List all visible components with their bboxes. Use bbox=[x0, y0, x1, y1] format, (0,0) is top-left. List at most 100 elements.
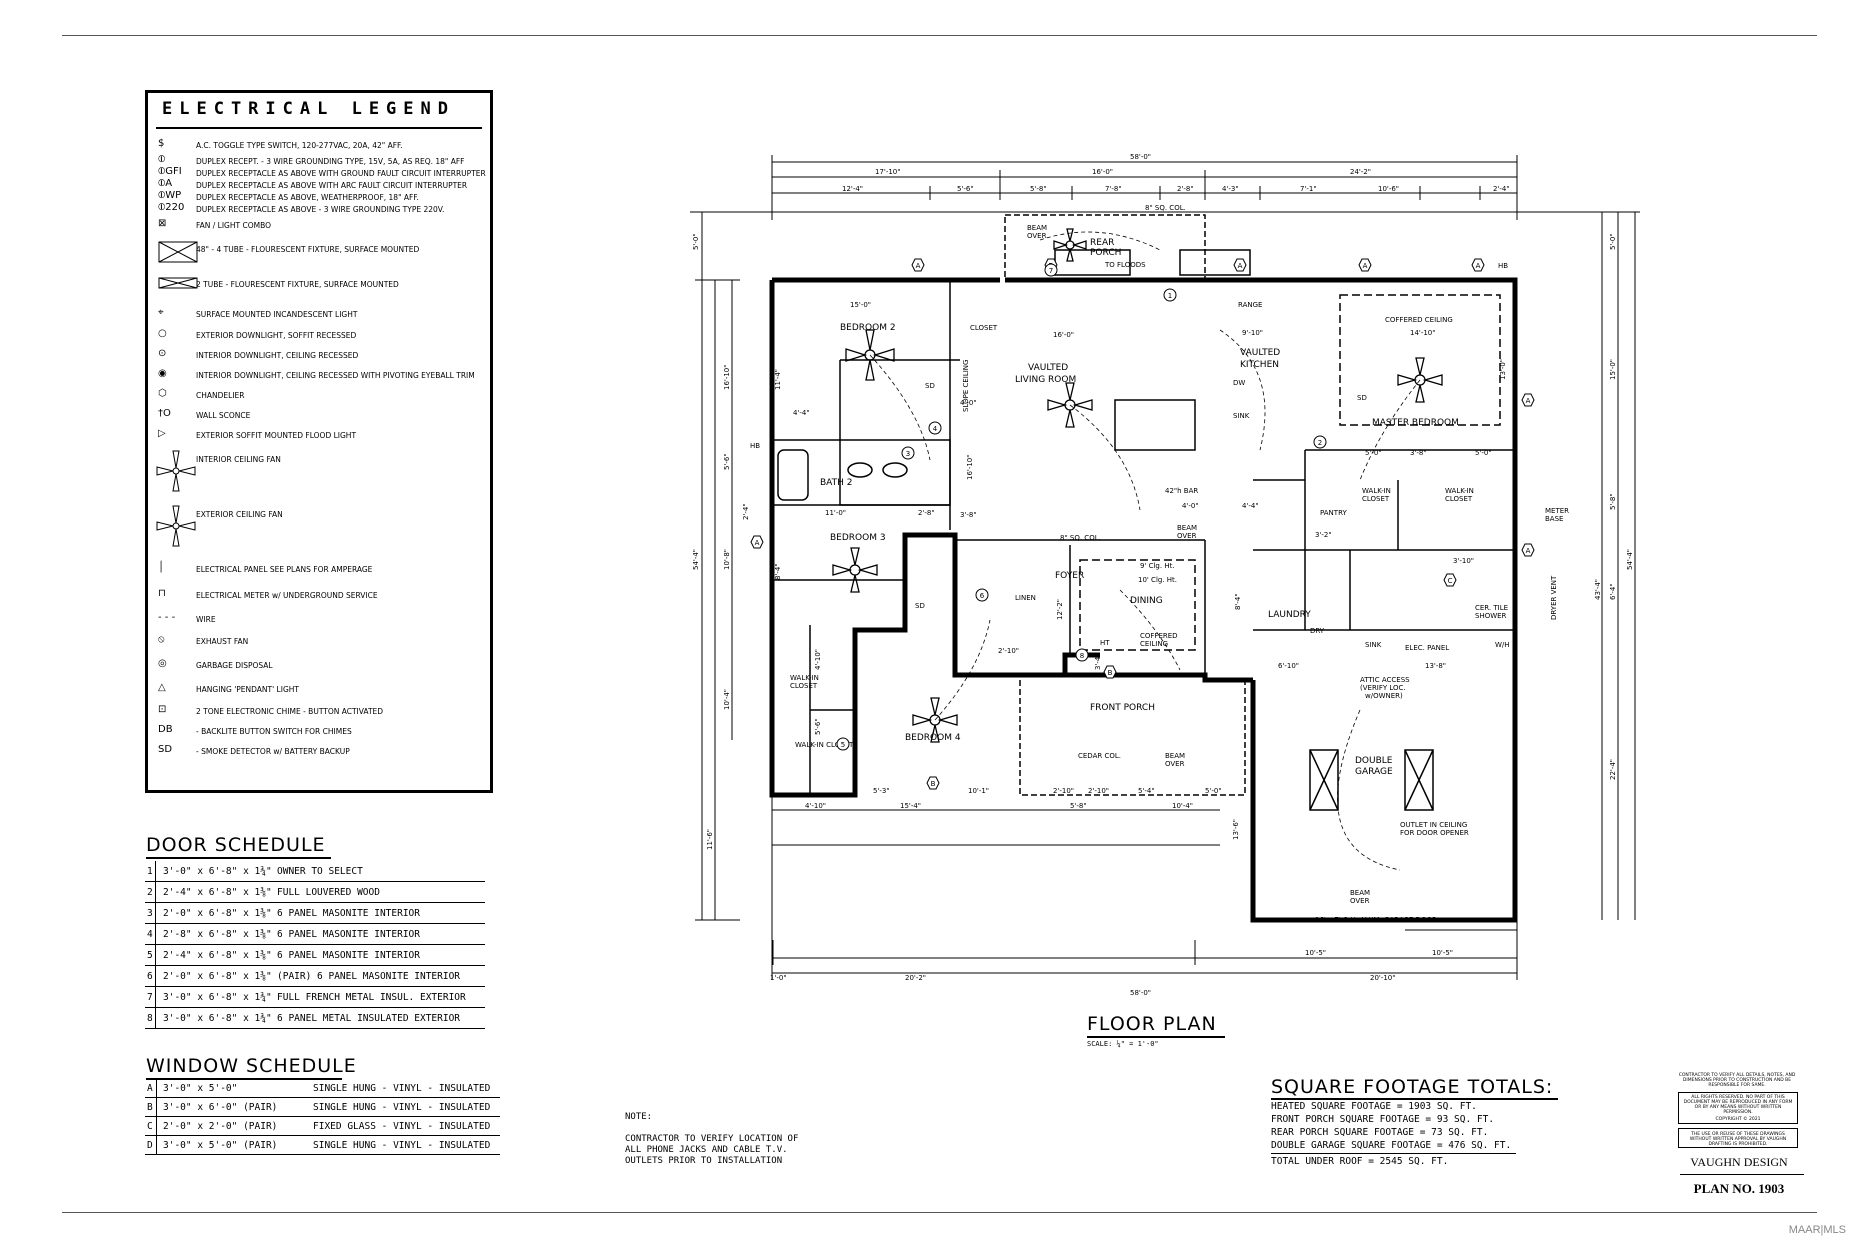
label-beam-b: OVER bbox=[1027, 232, 1047, 240]
legend-item-text: INTERIOR DOWNLIGHT, CEILING RECESSED WIT… bbox=[196, 371, 475, 380]
fluorescent-2tube-icon bbox=[158, 277, 198, 289]
note-line: OUTLETS PRIOR TO INSTALLATION bbox=[625, 1156, 783, 1166]
window-id: B bbox=[147, 1102, 153, 1113]
room-label-bedroom2: BEDROOM 2 bbox=[840, 323, 896, 333]
door-number: 2 bbox=[147, 887, 153, 898]
window-description: SINGLE HUNG - VINYL - INSULATED bbox=[313, 1102, 491, 1113]
legend-item: ⦶DUPLEX RECEPT. - 3 WIRE GROUNDING TYPE,… bbox=[148, 155, 488, 175]
legend-item: 2 TUBE - FLOURESCENT FIXTURE, SURFACE MO… bbox=[148, 278, 488, 298]
legend-item-text: ELECTRICAL METER w/ UNDERGROUND SERVICE bbox=[196, 591, 378, 600]
room-label-kitchen: KITCHEN bbox=[1240, 360, 1279, 370]
installation-note: NOTE: CONTRACTOR TO VERIFY LOCATION OF A… bbox=[625, 1112, 798, 1167]
electrical-panel-icon: │ bbox=[158, 562, 165, 573]
legend-item: ⊡2 TONE ELECTRONIC CHIME - BUTTON ACTIVA… bbox=[148, 705, 488, 725]
dim-garage: 10'-5" bbox=[1305, 949, 1326, 957]
door-tag: 2 bbox=[1318, 439, 1322, 447]
label-sink-laundry: SINK bbox=[1365, 641, 1382, 649]
legend-item: DB- BACKLITE BUTTON SWITCH FOR CHIMES bbox=[148, 725, 488, 745]
note-line: CONTRACTOR TO VERIFY LOCATION OF bbox=[625, 1134, 799, 1144]
label-beam-e: BEAM bbox=[1350, 889, 1370, 897]
window-description: SINGLE HUNG - VINYL - INSULATED bbox=[313, 1083, 491, 1094]
legend-item: ⦸EXHAUST FAN bbox=[148, 635, 488, 655]
dim-inner: 4'-0" bbox=[960, 399, 977, 407]
square-footage-line: REAR PORCH SQUARE FOOTAGE = 73 SQ. FT. bbox=[1271, 1127, 1489, 1138]
room-label-porch: PORCH bbox=[1090, 248, 1121, 258]
legend-item: ⊙INTERIOR DOWNLIGHT, CEILING RECESSED bbox=[148, 349, 488, 369]
label-bar: 42"h BAR bbox=[1165, 487, 1198, 495]
dim-left-overall: 54'-4" bbox=[692, 549, 700, 570]
door-description: FULL LOUVERED WOOD bbox=[277, 887, 380, 898]
dim-bottom-overall: 58'-0" bbox=[1130, 989, 1151, 997]
dim-inner: 5'-0" bbox=[1365, 449, 1382, 457]
dim-right-overall: 54'-4" bbox=[1626, 549, 1634, 570]
room-label-closet-a: CLOSET bbox=[790, 682, 818, 690]
label-dryer-vent: DRYER VENT bbox=[1550, 575, 1558, 620]
dim-inner: 4'-0" bbox=[1182, 502, 1199, 510]
dim-inner: 16'-10" bbox=[966, 455, 974, 480]
dim-right: 43'-4" bbox=[1594, 579, 1602, 600]
square-footage-title: SQUARE FOOTAGE TOTALS: bbox=[1271, 1076, 1554, 1098]
square-footage-rule bbox=[1271, 1153, 1516, 1154]
room-label-vaulted-kitchen: VAULTED bbox=[1240, 348, 1280, 358]
dim-inner-bottom: 5'-0" bbox=[1205, 787, 1222, 795]
flood-light-icon: ▷ bbox=[158, 428, 166, 439]
door-description: 6 PANEL MASONITE INTERIOR bbox=[277, 929, 420, 940]
surface-light-icon: ⌖ bbox=[158, 307, 164, 318]
window-size: 2'-0" x 2'-0" (PAIR) bbox=[163, 1121, 278, 1132]
legend-item: EXTERIOR CEILING FAN bbox=[148, 508, 488, 528]
legend-item-text: ELECTRICAL PANEL SEE PLANS FOR AMPERAGE bbox=[196, 565, 373, 574]
interior-downlight-icon: ⊙ bbox=[158, 348, 167, 359]
legend-title-rule bbox=[156, 127, 482, 129]
room-label-dining: DINING bbox=[1130, 596, 1163, 606]
square-footage-line: DOUBLE GARAGE SQUARE FOOTAGE = 476 SQ. F… bbox=[1271, 1140, 1512, 1151]
window-id: D bbox=[147, 1140, 153, 1151]
window-size: 3'-0" x 5'-0" (PAIR) bbox=[163, 1140, 278, 1151]
fan-light-combo-icon: ⊠ bbox=[158, 218, 167, 229]
dim-top-mid: 16'-0" bbox=[1092, 168, 1113, 176]
dim-inner: 13'-0" bbox=[1499, 359, 1507, 380]
label-beam-g: BEAM bbox=[1165, 752, 1185, 760]
dim-left: 11'-6" bbox=[706, 829, 714, 850]
legend-item-text: CHANDELIER bbox=[196, 391, 245, 400]
door-number: 5 bbox=[147, 950, 153, 961]
note-title: NOTE: bbox=[625, 1112, 653, 1122]
dim-bottom-mid: 20'-2" bbox=[905, 974, 926, 982]
door-number: 3 bbox=[147, 908, 153, 919]
dim-inner: 8'-4" bbox=[1234, 593, 1242, 610]
legend-item-text: DUPLEX RECEPTACLE AS ABOVE - 3 WIRE GROU… bbox=[196, 205, 445, 214]
dim-top-overall: 58'-0" bbox=[1130, 153, 1151, 161]
label-beam-d: OVER bbox=[1177, 532, 1197, 540]
window-tag: A bbox=[1476, 262, 1481, 270]
dim-inner: 5'-6" bbox=[814, 718, 822, 735]
220v-receptacle-icon: ⦶220 bbox=[158, 202, 185, 213]
label-hb-b: HB bbox=[750, 442, 760, 450]
dim-inner: 9'-10" bbox=[1242, 329, 1263, 337]
dim-top-small: 5'-8" bbox=[1030, 185, 1047, 193]
legend-item-text: DUPLEX RECEPTACLE AS ABOVE WITH GROUND F… bbox=[196, 169, 486, 178]
dim-left: 10'-4" bbox=[723, 689, 731, 710]
label-outlet-a: OUTLET IN CEILING bbox=[1400, 821, 1467, 829]
legend-item-text: DUPLEX RECEPT. - 3 WIRE GROUNDING TYPE, … bbox=[196, 157, 465, 166]
legend-item-text: WALL SCONCE bbox=[196, 411, 251, 420]
dim-right: 22'-4" bbox=[1609, 759, 1617, 780]
dim-top-small: 2'-8" bbox=[1177, 185, 1194, 193]
label-wh: W/H bbox=[1495, 641, 1510, 649]
dim-top-small: 12'-4" bbox=[842, 185, 863, 193]
window-size: 3'-0" x 5'-0" bbox=[163, 1083, 238, 1094]
dim-top-small: 10'-6" bbox=[1378, 185, 1399, 193]
dim-inner: 14'-10" bbox=[1410, 329, 1435, 337]
dim-left: 10'-8" bbox=[723, 549, 731, 570]
legend-item: INTERIOR CEILING FAN bbox=[148, 453, 488, 473]
legend-item: ⦶220 DUPLEX RECEPTACLE AS ABOVE - 3 WIRE … bbox=[148, 203, 488, 223]
dim-garage: 10'-5" bbox=[1432, 949, 1453, 957]
window-size: 3'-0" x 6'-0" (PAIR) bbox=[163, 1102, 278, 1113]
dim-right: 5'-8" bbox=[1609, 493, 1617, 510]
window-tag: B bbox=[1108, 669, 1113, 677]
